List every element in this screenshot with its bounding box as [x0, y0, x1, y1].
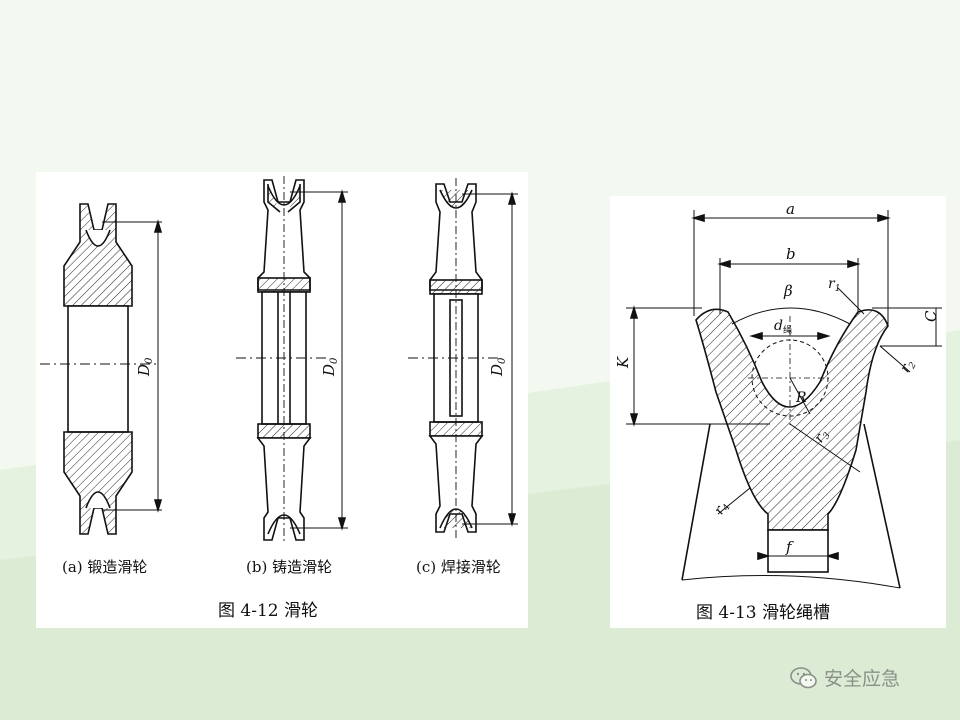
- rope-groove-drawing: a b β r1 d绳 C K R r2 r3 r4 f: [614, 200, 942, 589]
- subfigure-b-caption: (b) 铸造滑轮: [246, 558, 333, 576]
- label-d-rope: d绳: [774, 318, 792, 336]
- label-k: K: [614, 356, 632, 369]
- label-a: a: [786, 200, 795, 218]
- forged-pulley-drawing: [40, 203, 163, 535]
- label-r4: r4: [711, 498, 733, 518]
- watermark-text: 安全应急: [824, 668, 901, 690]
- label-b: b: [786, 245, 796, 263]
- figure-4-13-panel: a b β r1 d绳 C K R r2 r3 r4 f 图 4-13 滑轮绳槽: [610, 196, 946, 628]
- figure-4-12-panel: D0 D0: [36, 172, 528, 628]
- d0-label-c: D0: [488, 357, 508, 377]
- subfigure-a-caption: (a) 锻造滑轮: [62, 558, 148, 576]
- label-f: f: [785, 538, 794, 556]
- watermark: 安全应急: [790, 664, 900, 691]
- welded-pulley-drawing: [408, 178, 518, 540]
- label-r2: r2: [897, 356, 919, 376]
- label-r: R: [795, 390, 807, 406]
- d0-label-a: D0: [135, 357, 155, 377]
- cast-pulley-drawing: [236, 176, 348, 544]
- pulley-drawings: D0 D0: [40, 176, 518, 544]
- wechat-icon: [790, 666, 817, 688]
- label-r1: r1: [828, 276, 840, 294]
- subfigure-c-caption: (c) 焊接滑轮: [416, 558, 501, 576]
- label-c: C: [922, 310, 940, 322]
- figure-4-12-caption: 图 4-12 滑轮: [218, 601, 318, 621]
- d0-label-b: D0: [320, 357, 340, 377]
- figure-4-13-caption: 图 4-13 滑轮绳槽: [696, 603, 830, 623]
- label-beta: β: [783, 282, 793, 300]
